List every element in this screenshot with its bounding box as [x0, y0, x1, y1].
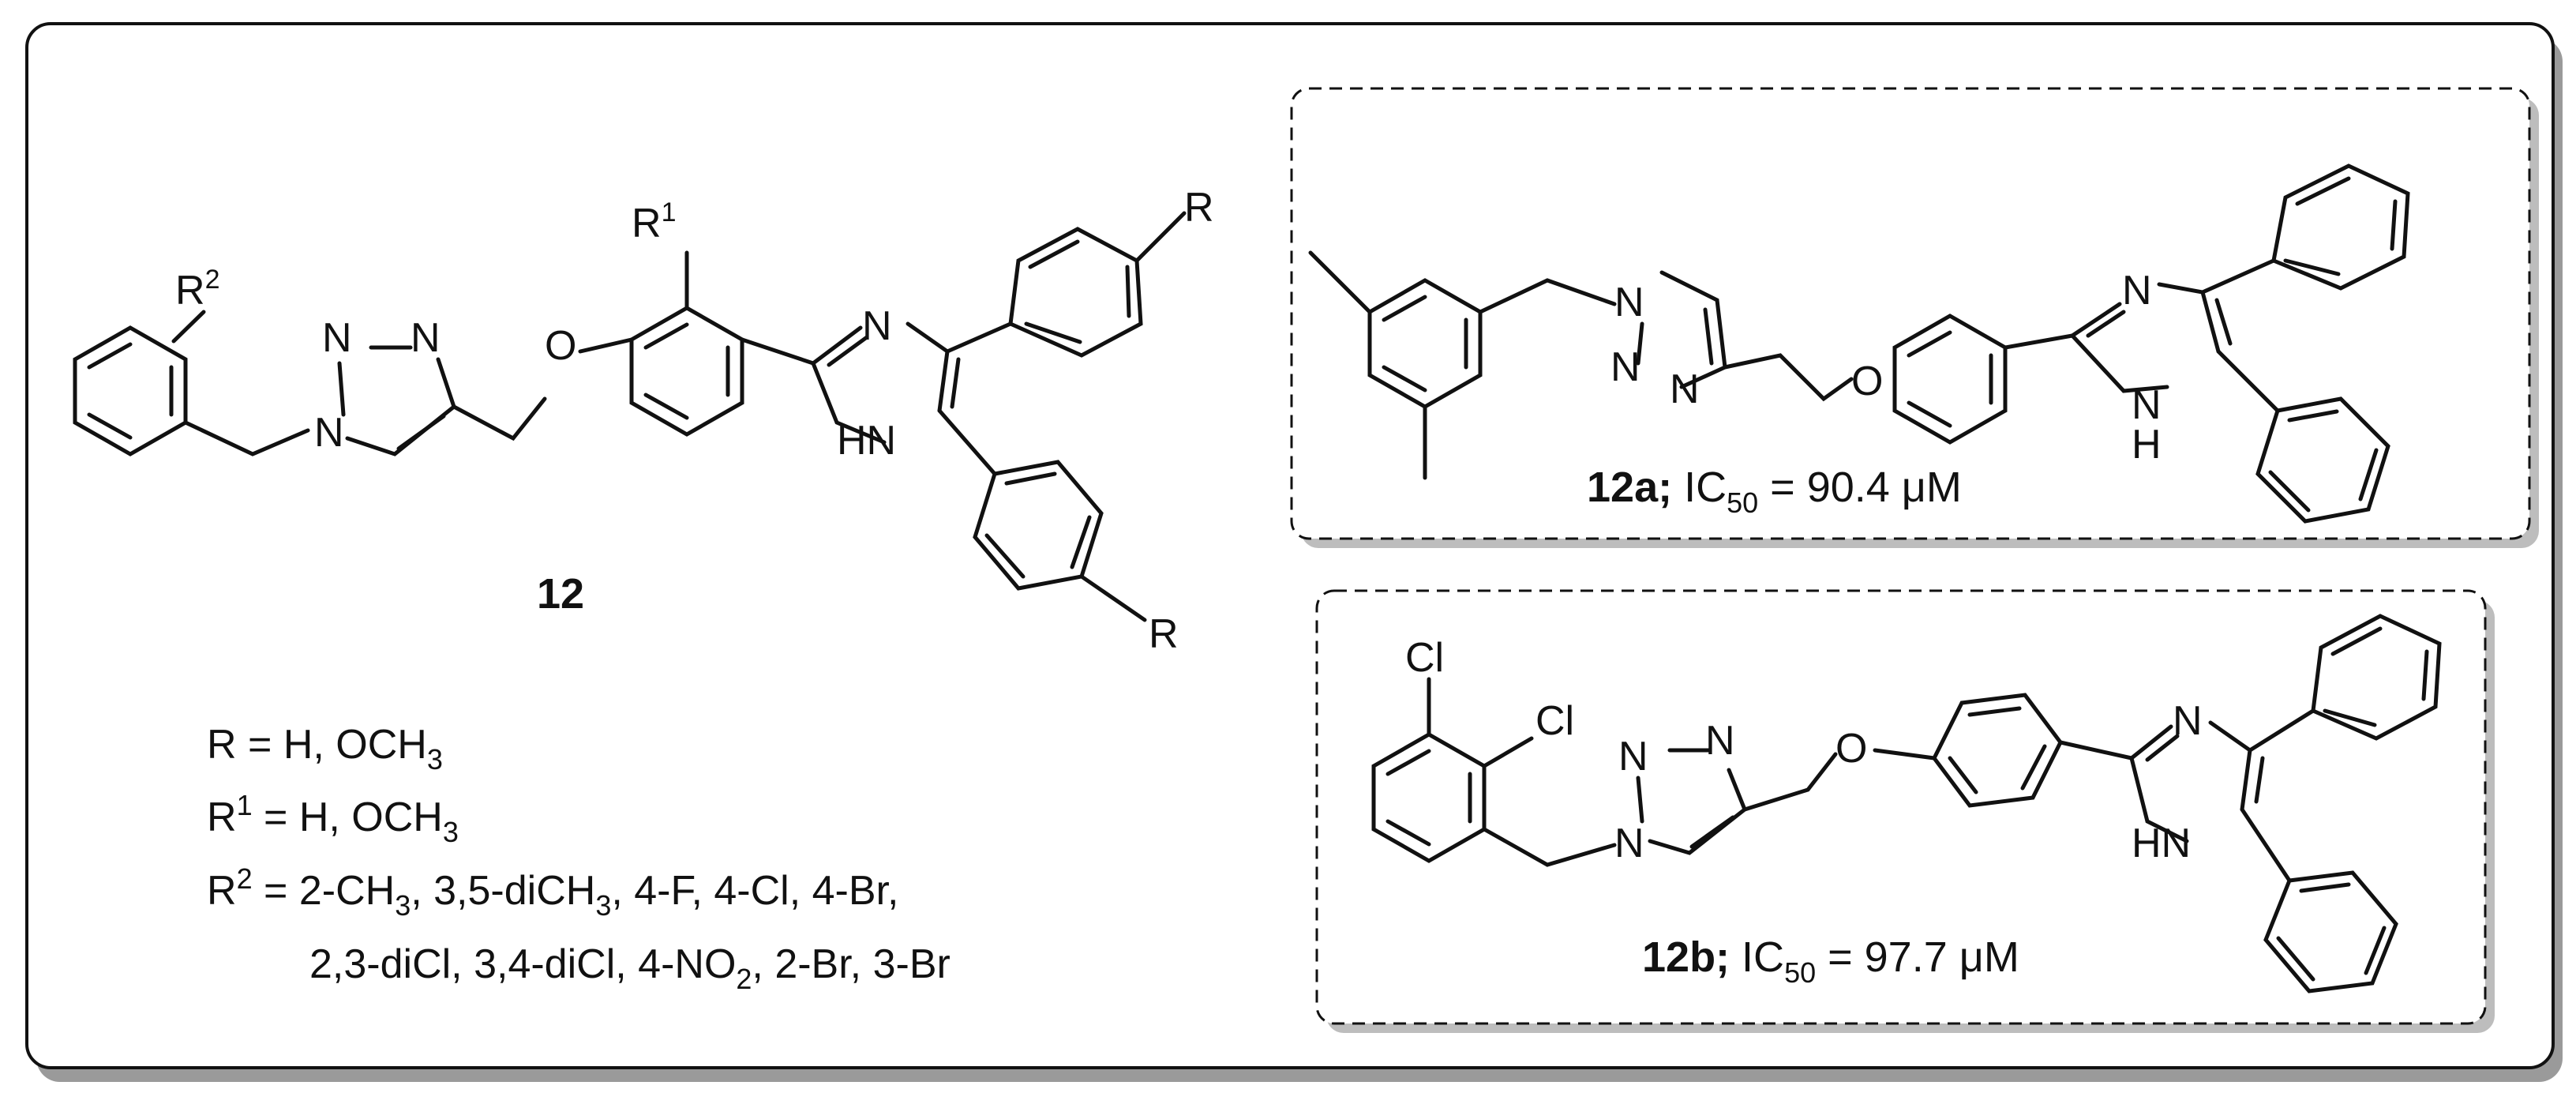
atom-imid-n: N — [862, 303, 892, 349]
atom-n2: N — [322, 315, 352, 361]
substituent-definitions: R = H, OCH3 R1 = H, OCH3 R2 = 2-CH3, 3,5… — [207, 722, 951, 995]
r-lower-label: R — [1149, 611, 1179, 657]
atom-12a-n2: N — [1610, 344, 1640, 390]
atom-12b-cl1: Cl — [1405, 635, 1444, 681]
atom-12a-n1: N — [1614, 280, 1644, 325]
atom-12b-imid-n: N — [2173, 698, 2203, 744]
phenylene-12a-inner — [1907, 330, 1993, 428]
ch2o-12a — [1723, 353, 1854, 402]
aryl-imid-12a — [2003, 333, 2075, 350]
upper-phenyl-bond-12b — [2248, 708, 2315, 753]
ch2-bond — [183, 420, 310, 456]
ch2-12b — [1482, 827, 1617, 867]
imidazole-12b-db — [2145, 734, 2265, 804]
atom-n3: N — [411, 315, 441, 361]
triazole-12a — [1636, 270, 1727, 389]
atom-12b-o: O — [1835, 726, 1867, 772]
atom-12a-imid-nh-n: N — [2132, 382, 2162, 428]
lower-phenyl-bond-12a — [2216, 349, 2280, 413]
upper-aryl-inner — [1024, 239, 1131, 344]
o-aryl-bond — [578, 337, 634, 354]
triazole-12a-db — [1703, 307, 1714, 366]
methyl-top — [1308, 250, 1372, 314]
r1-label: R1 — [632, 197, 676, 246]
box-12b — [1315, 589, 2487, 1025]
lower-phenyl-12b — [2263, 870, 2398, 993]
upper-aryl-bond — [945, 321, 1013, 354]
o-aryl-12b — [1873, 748, 1937, 761]
upper-phenyl-12b-inner — [2323, 626, 2429, 727]
atoms-12a: N N N O N N H — [1610, 268, 2162, 468]
central-aryl-inner — [643, 322, 730, 420]
upper-r-bond — [1134, 211, 1187, 263]
compound-12-label: 12 — [537, 570, 584, 618]
imidazole-12-db — [827, 335, 961, 409]
box-12a — [1290, 87, 2531, 540]
structure-12b — [1371, 614, 2442, 993]
phenylene-12a — [1892, 314, 2008, 445]
lower-phenyl-12b-inner — [2276, 882, 2387, 982]
r2-label: R2 — [175, 265, 219, 314]
benzyl-ring-inner — [87, 342, 174, 440]
aryl-imid-bond — [740, 337, 816, 366]
def-r1: R1 = H, OCH3 — [207, 789, 459, 848]
upper-phenyl-12b — [2311, 614, 2442, 741]
dichlorophenyl-ring-inner — [1385, 749, 1472, 847]
aryl-imid-12b — [2058, 740, 2134, 761]
ic50-12b: 12b; IC50 = 97.7 μM — [1642, 933, 2019, 989]
structure-12 — [73, 211, 1187, 622]
atom-o: O — [545, 323, 576, 369]
atoms-12: R2 N N N O R1 N HN R R — [175, 185, 1214, 657]
r2-bond — [171, 310, 206, 344]
atom-12a-n3: N — [1670, 366, 1700, 412]
ch2-12a — [1478, 278, 1617, 314]
atom-12b-n1: N — [1614, 821, 1644, 866]
upper-phenyl-12a-inner — [2283, 176, 2398, 276]
atom-12a-o: O — [1851, 359, 1883, 404]
atom-12b-imid-nh: HN — [2132, 821, 2191, 866]
atom-n1: N — [314, 410, 344, 456]
ch2o-12b — [1742, 752, 1838, 812]
triazole-12-db — [396, 414, 446, 451]
def-r2-line1: R2 = 2-CH3, 3,5-diCH3, 4-F, 4-Cl, 4-Br, — [207, 862, 898, 922]
triazole-12b-db — [1689, 815, 1735, 849]
ch2o-bond — [452, 396, 547, 441]
atom-12a-imid-nh-h: H — [2132, 422, 2162, 468]
ic50-12a: 12a; IC50 = 90.4 μM — [1587, 464, 1962, 519]
def-r: R = H, OCH3 — [207, 722, 443, 776]
lower-aryl-bond — [937, 408, 997, 476]
r-upper-label: R — [1184, 185, 1214, 231]
lower-phenyl-12a — [2255, 396, 2390, 524]
xylyl-ring — [1367, 278, 1483, 409]
lower-phenyl-12a-inner — [2268, 409, 2379, 513]
atom-12a-imid-n: N — [2122, 268, 2152, 314]
atom-12b-cl2: Cl — [1535, 698, 1574, 744]
structure-12a — [1308, 163, 2410, 524]
atom-imid-nh: HN — [837, 418, 896, 464]
triazole-12b — [1636, 748, 1748, 855]
phenylene-12b-inner — [1948, 706, 2047, 794]
atoms-12b: Cl Cl N N N O N HN — [1405, 635, 2203, 866]
xylyl-ring-inner — [1382, 295, 1468, 393]
imidazole-12a-db — [2086, 298, 2233, 346]
upper-phenyl-bond-12a — [2200, 258, 2276, 295]
lower-phenyl-bond-12b — [2240, 807, 2292, 883]
atom-12b-n3: N — [1705, 718, 1735, 764]
lower-r-bond — [1079, 574, 1147, 622]
atom-12b-n2: N — [1618, 734, 1648, 779]
def-r2-line2: 2,3-diCl, 3,4-diCl, 4-NO2, 2-Br, 3-Br — [309, 941, 951, 995]
lower-aryl-inner — [984, 471, 1092, 579]
upper-phenyl-12a — [2271, 163, 2410, 291]
cl2-bond — [1482, 736, 1534, 768]
